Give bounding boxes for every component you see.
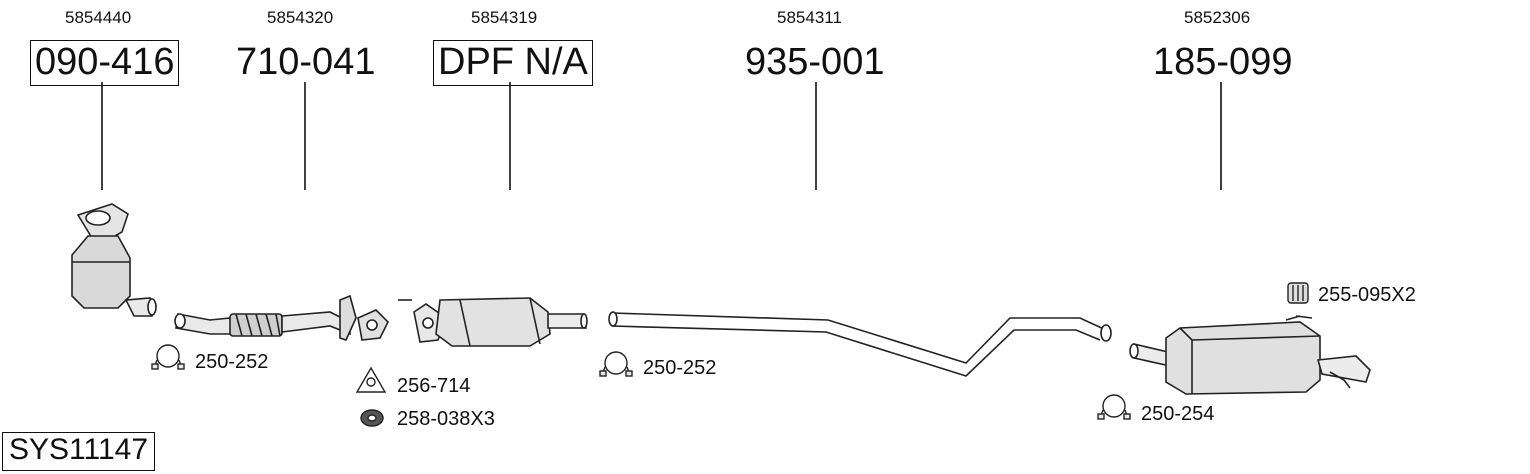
part-number-4[interactable]: 935-001 (745, 41, 885, 83)
clamp-icon (1097, 394, 1131, 420)
catalytic-converter-part[interactable] (71, 203, 157, 317)
part-number-2[interactable]: 710-041 (236, 41, 376, 83)
part-number-5[interactable]: 185-099 (1153, 41, 1293, 83)
accessory-label-4[interactable]: 250-252 (643, 357, 717, 379)
clamp-icon (151, 344, 185, 370)
accessory-label-1[interactable]: 250-252 (195, 351, 269, 373)
front-pipe-part[interactable] (174, 294, 389, 341)
rear-silencer-part[interactable] (1129, 315, 1371, 395)
part-ref-2: 5854320 (267, 8, 334, 27)
gasket-icon (355, 366, 387, 393)
nut-icon (360, 409, 384, 427)
clamp-icon (599, 351, 633, 377)
part-number-3[interactable]: DPF N/A (433, 40, 593, 86)
part-ref-3: 5854319 (471, 8, 538, 27)
rubber-mount-icon (1287, 282, 1309, 304)
accessory-label-6[interactable]: 250-254 (1141, 403, 1215, 425)
middle-pipe-part[interactable] (608, 311, 1112, 377)
dpf-part[interactable] (398, 297, 588, 347)
part-ref-4: 5854311 (777, 8, 842, 27)
accessory-label-5[interactable]: 255-095X2 (1318, 284, 1416, 306)
accessory-label-2[interactable]: 256-714 (397, 375, 471, 397)
part-ref-5: 5852306 (1184, 8, 1251, 27)
part-number-1[interactable]: 090-416 (30, 40, 180, 86)
system-code-label: SYS11147 (2, 432, 155, 471)
part-ref-1: 5854440 (65, 8, 132, 27)
leader-lines (101, 82, 1222, 190)
accessory-label-3[interactable]: 258-038X3 (397, 408, 495, 430)
